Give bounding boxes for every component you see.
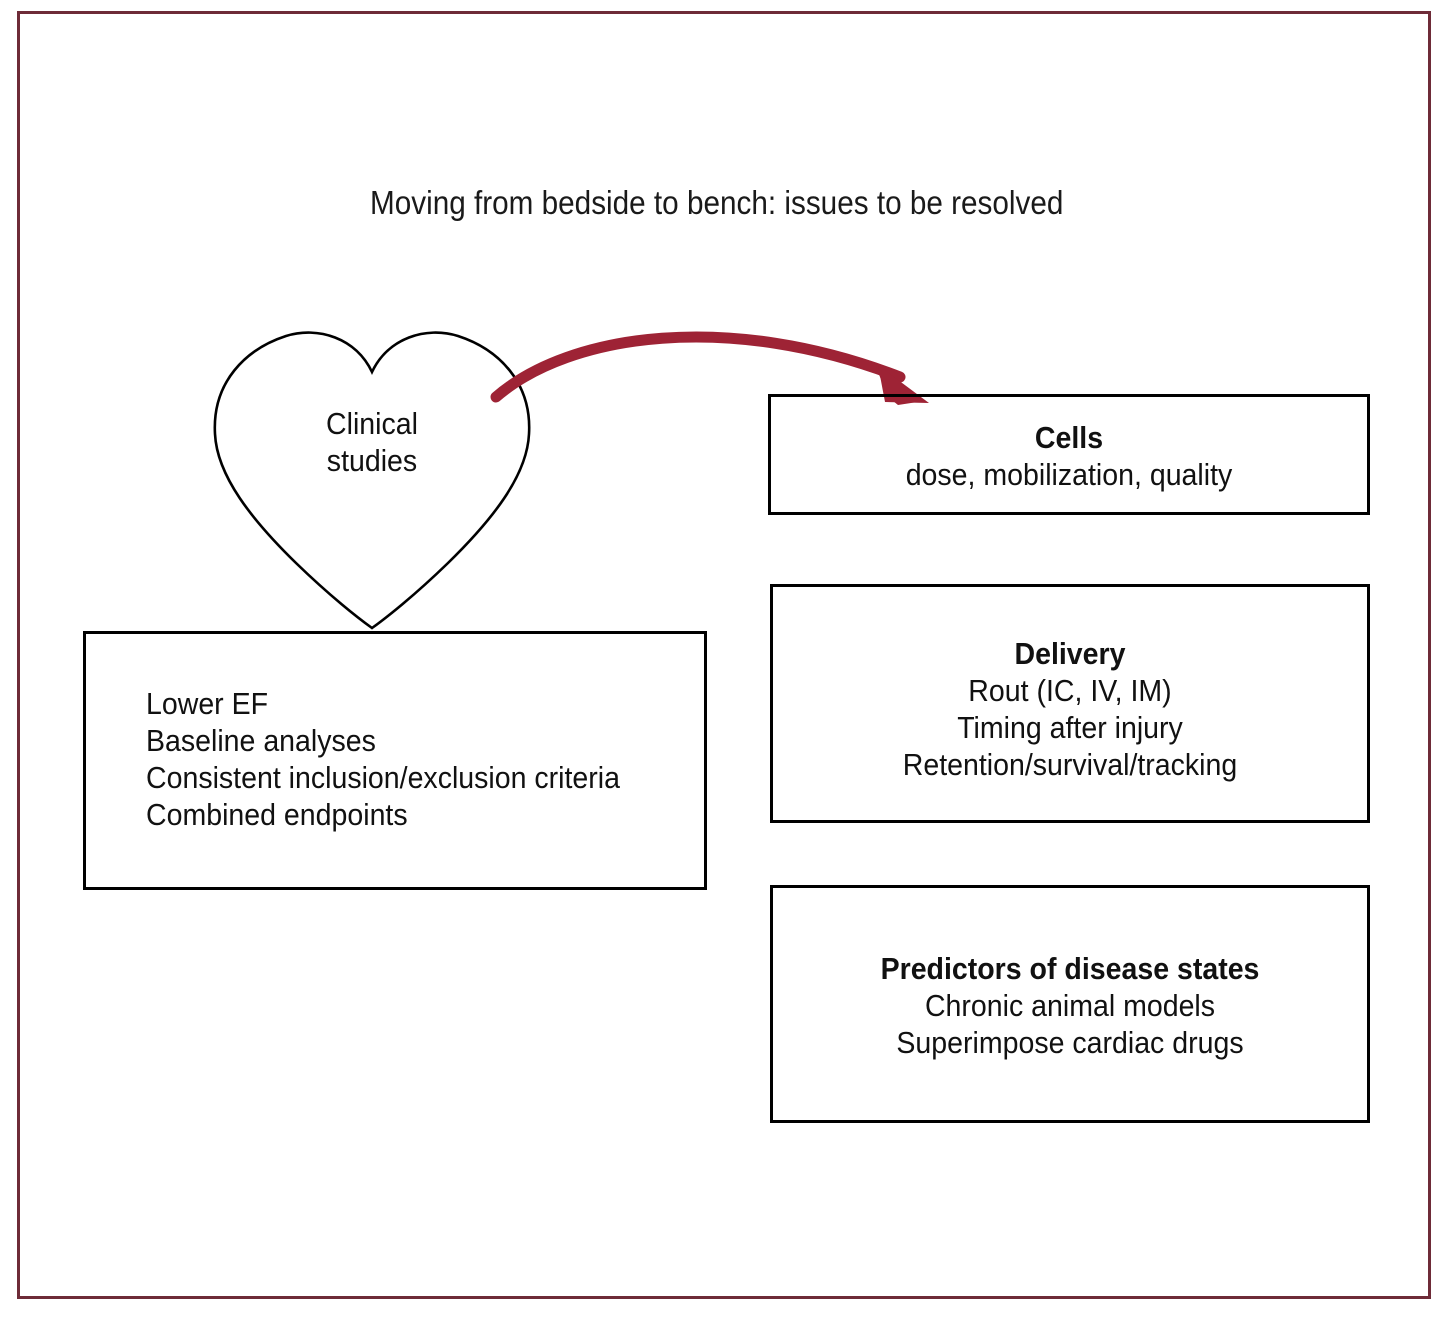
figure-title: Moving from bedside to bench: issues to … (370, 184, 1064, 221)
cells-box-line: dose, mobilization, quality (905, 457, 1233, 492)
predictors-box-heading: Predictors of disease states (880, 951, 1260, 986)
delivery-box-heading: Delivery (1014, 636, 1126, 671)
predictors-box-line: Superimpose cardiac drugs (896, 1025, 1244, 1060)
cells-box-text: Cells dose, mobilization, quality (771, 419, 1367, 493)
clinical-studies-details-box: Lower EF Baseline analyses Consistent in… (83, 631, 707, 890)
predictors-box: Predictors of disease states Chronic ani… (770, 885, 1370, 1123)
heart-outline-icon (206, 330, 538, 632)
delivery-box-line: Retention/survival/tracking (902, 747, 1238, 782)
predictors-box-text: Predictors of disease states Chronic ani… (773, 950, 1367, 1061)
delivery-box-line: Rout (IC, IV, IM) (968, 673, 1172, 708)
heart-label-line-1: Clinical (326, 406, 418, 441)
clinical-detail-line: Combined endpoints (146, 797, 408, 832)
clinical-detail-line: Baseline analyses (146, 723, 376, 758)
delivery-box-line: Timing after injury (957, 710, 1183, 745)
heart-label-line-2: studies (326, 443, 418, 478)
figure-border-frame (17, 11, 1431, 1299)
predictors-box-line: Chronic animal models (924, 988, 1216, 1023)
delivery-box: Delivery Rout (IC, IV, IM) Timing after … (770, 584, 1370, 823)
delivery-box-text: Delivery Rout (IC, IV, IM) Timing after … (773, 635, 1367, 783)
clinical-detail-line: Lower EF (146, 686, 269, 721)
clinical-studies-details-text: Lower EF Baseline analyses Consistent in… (146, 685, 688, 833)
clinical-detail-line: Consistent inclusion/exclusion criteria (146, 760, 620, 795)
heart-label: Clinical studies (219, 405, 524, 479)
cells-box: Cells dose, mobilization, quality (768, 394, 1370, 515)
cells-box-heading: Cells (1034, 420, 1104, 455)
